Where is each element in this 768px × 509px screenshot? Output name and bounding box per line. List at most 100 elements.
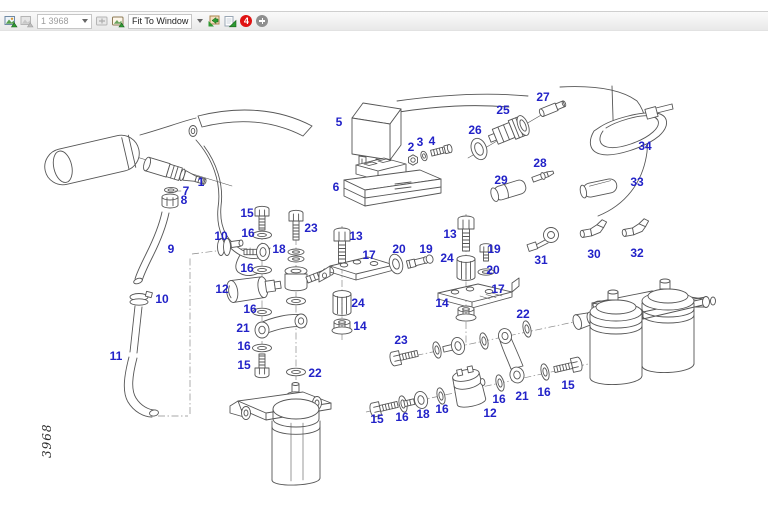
- part-number-label[interactable]: 21: [515, 389, 529, 403]
- part-number-label[interactable]: 13: [349, 229, 363, 243]
- picture-green-arrow-icon: [4, 16, 18, 28]
- picture-select-button[interactable]: [3, 13, 19, 29]
- viewer-toolbar: Fit To Window 4: [0, 11, 768, 31]
- part-number-label[interactable]: 24: [440, 251, 454, 265]
- zoom-region-button[interactable]: [110, 13, 126, 29]
- chevron-down-icon[interactable]: [82, 19, 88, 23]
- part-number-label[interactable]: 17: [362, 248, 376, 262]
- sheet-number: 3968: [40, 423, 54, 458]
- part-number-label[interactable]: 10: [214, 229, 228, 243]
- sender-switch-part1: [143, 156, 207, 209]
- part-number-label[interactable]: 13: [443, 227, 457, 241]
- part-number-label[interactable]: 15: [237, 358, 251, 372]
- zoom-level-value: Fit To Window: [132, 16, 189, 26]
- terminals-and-sleeves: [490, 103, 674, 252]
- part-number-label[interactable]: 15: [240, 206, 254, 220]
- part-number-label[interactable]: 7: [182, 184, 190, 198]
- part-number-label[interactable]: 6: [332, 180, 340, 194]
- previous-picture-icon: [208, 15, 220, 27]
- part-number-label[interactable]: 23: [394, 333, 408, 347]
- next-picture-icon: [224, 16, 237, 28]
- part-number-label[interactable]: 20: [486, 263, 500, 277]
- part-number-label[interactable]: 15: [561, 378, 575, 392]
- part-number-label[interactable]: 26: [468, 123, 482, 137]
- fasteners-2-3-4: [408, 144, 453, 166]
- part-number-label[interactable]: 1: [197, 175, 205, 189]
- bracket-assembly-right: [437, 215, 520, 322]
- zoom-region-gray-icon: [96, 16, 108, 26]
- picture-gray-icon: [20, 16, 34, 28]
- zoom-region-icon: [112, 16, 125, 28]
- part-number-label[interactable]: 29: [494, 173, 508, 187]
- twin-filter-assembly: [572, 278, 716, 386]
- diagonal-link-lower: [368, 356, 584, 418]
- part-number-label[interactable]: 2: [407, 140, 415, 154]
- part-number-label[interactable]: 16: [435, 402, 449, 416]
- relay-part5: [351, 102, 402, 170]
- filter-canister-left: [589, 289, 643, 386]
- part-number-label[interactable]: 16: [537, 385, 551, 399]
- image-number-combo[interactable]: [37, 13, 92, 29]
- part-number-label[interactable]: 23: [304, 221, 318, 235]
- part-number-label[interactable]: 19: [419, 242, 433, 256]
- solenoid-part12: [226, 276, 282, 303]
- part-number-label[interactable]: 24: [351, 296, 365, 310]
- previous-picture-button[interactable]: [206, 13, 222, 29]
- part-number-label[interactable]: 20: [392, 242, 406, 256]
- pump-assembly: [229, 382, 332, 486]
- cable-tie-part34: [589, 103, 674, 156]
- zoom-chevron-down-icon[interactable]: [197, 19, 204, 23]
- part-number-label[interactable]: 16: [492, 392, 506, 406]
- add-note-button[interactable]: [256, 15, 269, 27]
- diagonal-link-upper: [388, 319, 534, 370]
- clamp-link-column: [217, 205, 308, 379]
- zoom-region-disabled-button[interactable]: [94, 13, 110, 29]
- part-number-label[interactable]: 16: [243, 302, 257, 316]
- image-number-input[interactable]: [38, 15, 79, 27]
- part-number-label[interactable]: 15: [370, 412, 384, 426]
- part-number-label[interactable]: 19: [487, 242, 501, 256]
- part-number-label[interactable]: 31: [534, 253, 548, 267]
- part-number-label[interactable]: 17: [491, 282, 505, 296]
- part-number-label[interactable]: 34: [638, 139, 652, 153]
- part-number-label[interactable]: 18: [416, 407, 430, 421]
- part-number-label[interactable]: 16: [240, 261, 254, 275]
- part-number-label[interactable]: 30: [587, 247, 601, 261]
- ball-stud-column: [284, 209, 335, 377]
- part-number-label[interactable]: 9: [167, 242, 175, 256]
- part-number-label[interactable]: 3: [416, 135, 424, 149]
- zoom-level-combo[interactable]: Fit To Window: [128, 13, 193, 29]
- handbrake-lever-drawing: [44, 85, 648, 276]
- part-number-label[interactable]: 16: [237, 339, 251, 353]
- part-number-label[interactable]: 18: [272, 242, 286, 256]
- part-number-label[interactable]: 25: [496, 103, 510, 117]
- sensor-25-26-27: [470, 100, 567, 161]
- notes-count-badge[interactable]: 4: [240, 15, 253, 27]
- next-picture-button[interactable]: [222, 13, 238, 29]
- part-number-label[interactable]: 5: [335, 115, 343, 129]
- part-number-label[interactable]: 14: [353, 319, 367, 333]
- hose-and-clamps: [123, 211, 170, 418]
- filter-canister-right: [641, 278, 695, 374]
- part-number-label[interactable]: 22: [516, 307, 530, 321]
- connector-part6: [343, 157, 442, 207]
- part-number-label[interactable]: 33: [630, 175, 644, 189]
- part-number-label[interactable]: 8: [180, 193, 188, 207]
- part-number-label[interactable]: 12: [215, 282, 229, 296]
- part-number-label[interactable]: 27: [536, 90, 550, 104]
- part-number-label[interactable]: 16: [241, 226, 255, 240]
- part-number-label[interactable]: 28: [533, 156, 547, 170]
- part-number-label[interactable]: 4: [428, 134, 436, 148]
- picture-compare-button[interactable]: [19, 13, 35, 29]
- part-number-label[interactable]: 32: [630, 246, 644, 260]
- part-number-label[interactable]: 16: [395, 410, 409, 424]
- part-number-label[interactable]: 21: [236, 321, 250, 335]
- part-number-label[interactable]: 22: [308, 366, 322, 380]
- part-number-label[interactable]: 12: [483, 406, 497, 420]
- part-number-label[interactable]: 11: [109, 349, 123, 363]
- grommet-and-stud: [388, 253, 434, 275]
- part-number-label[interactable]: 10: [155, 292, 169, 306]
- part-number-label[interactable]: 14: [435, 296, 449, 310]
